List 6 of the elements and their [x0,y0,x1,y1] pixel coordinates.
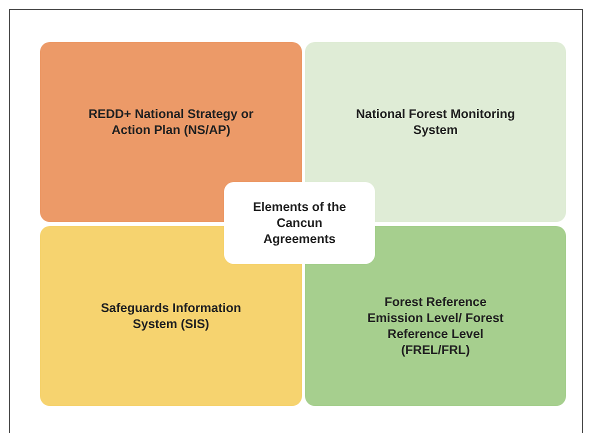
box-title: REDD+ National Strategy or Action Plan (NS/AP) [88,106,254,138]
box-title: Elements of the Cancun Agreements [252,199,348,247]
center-box [224,182,375,264]
box-title: Safeguards Information System (SIS) [100,300,242,332]
box-title: Forest Reference Emission Level/ Forest Reference Level (FREL/FRL) [366,294,505,358]
box-title: National Forest Monitoring System [354,106,516,138]
